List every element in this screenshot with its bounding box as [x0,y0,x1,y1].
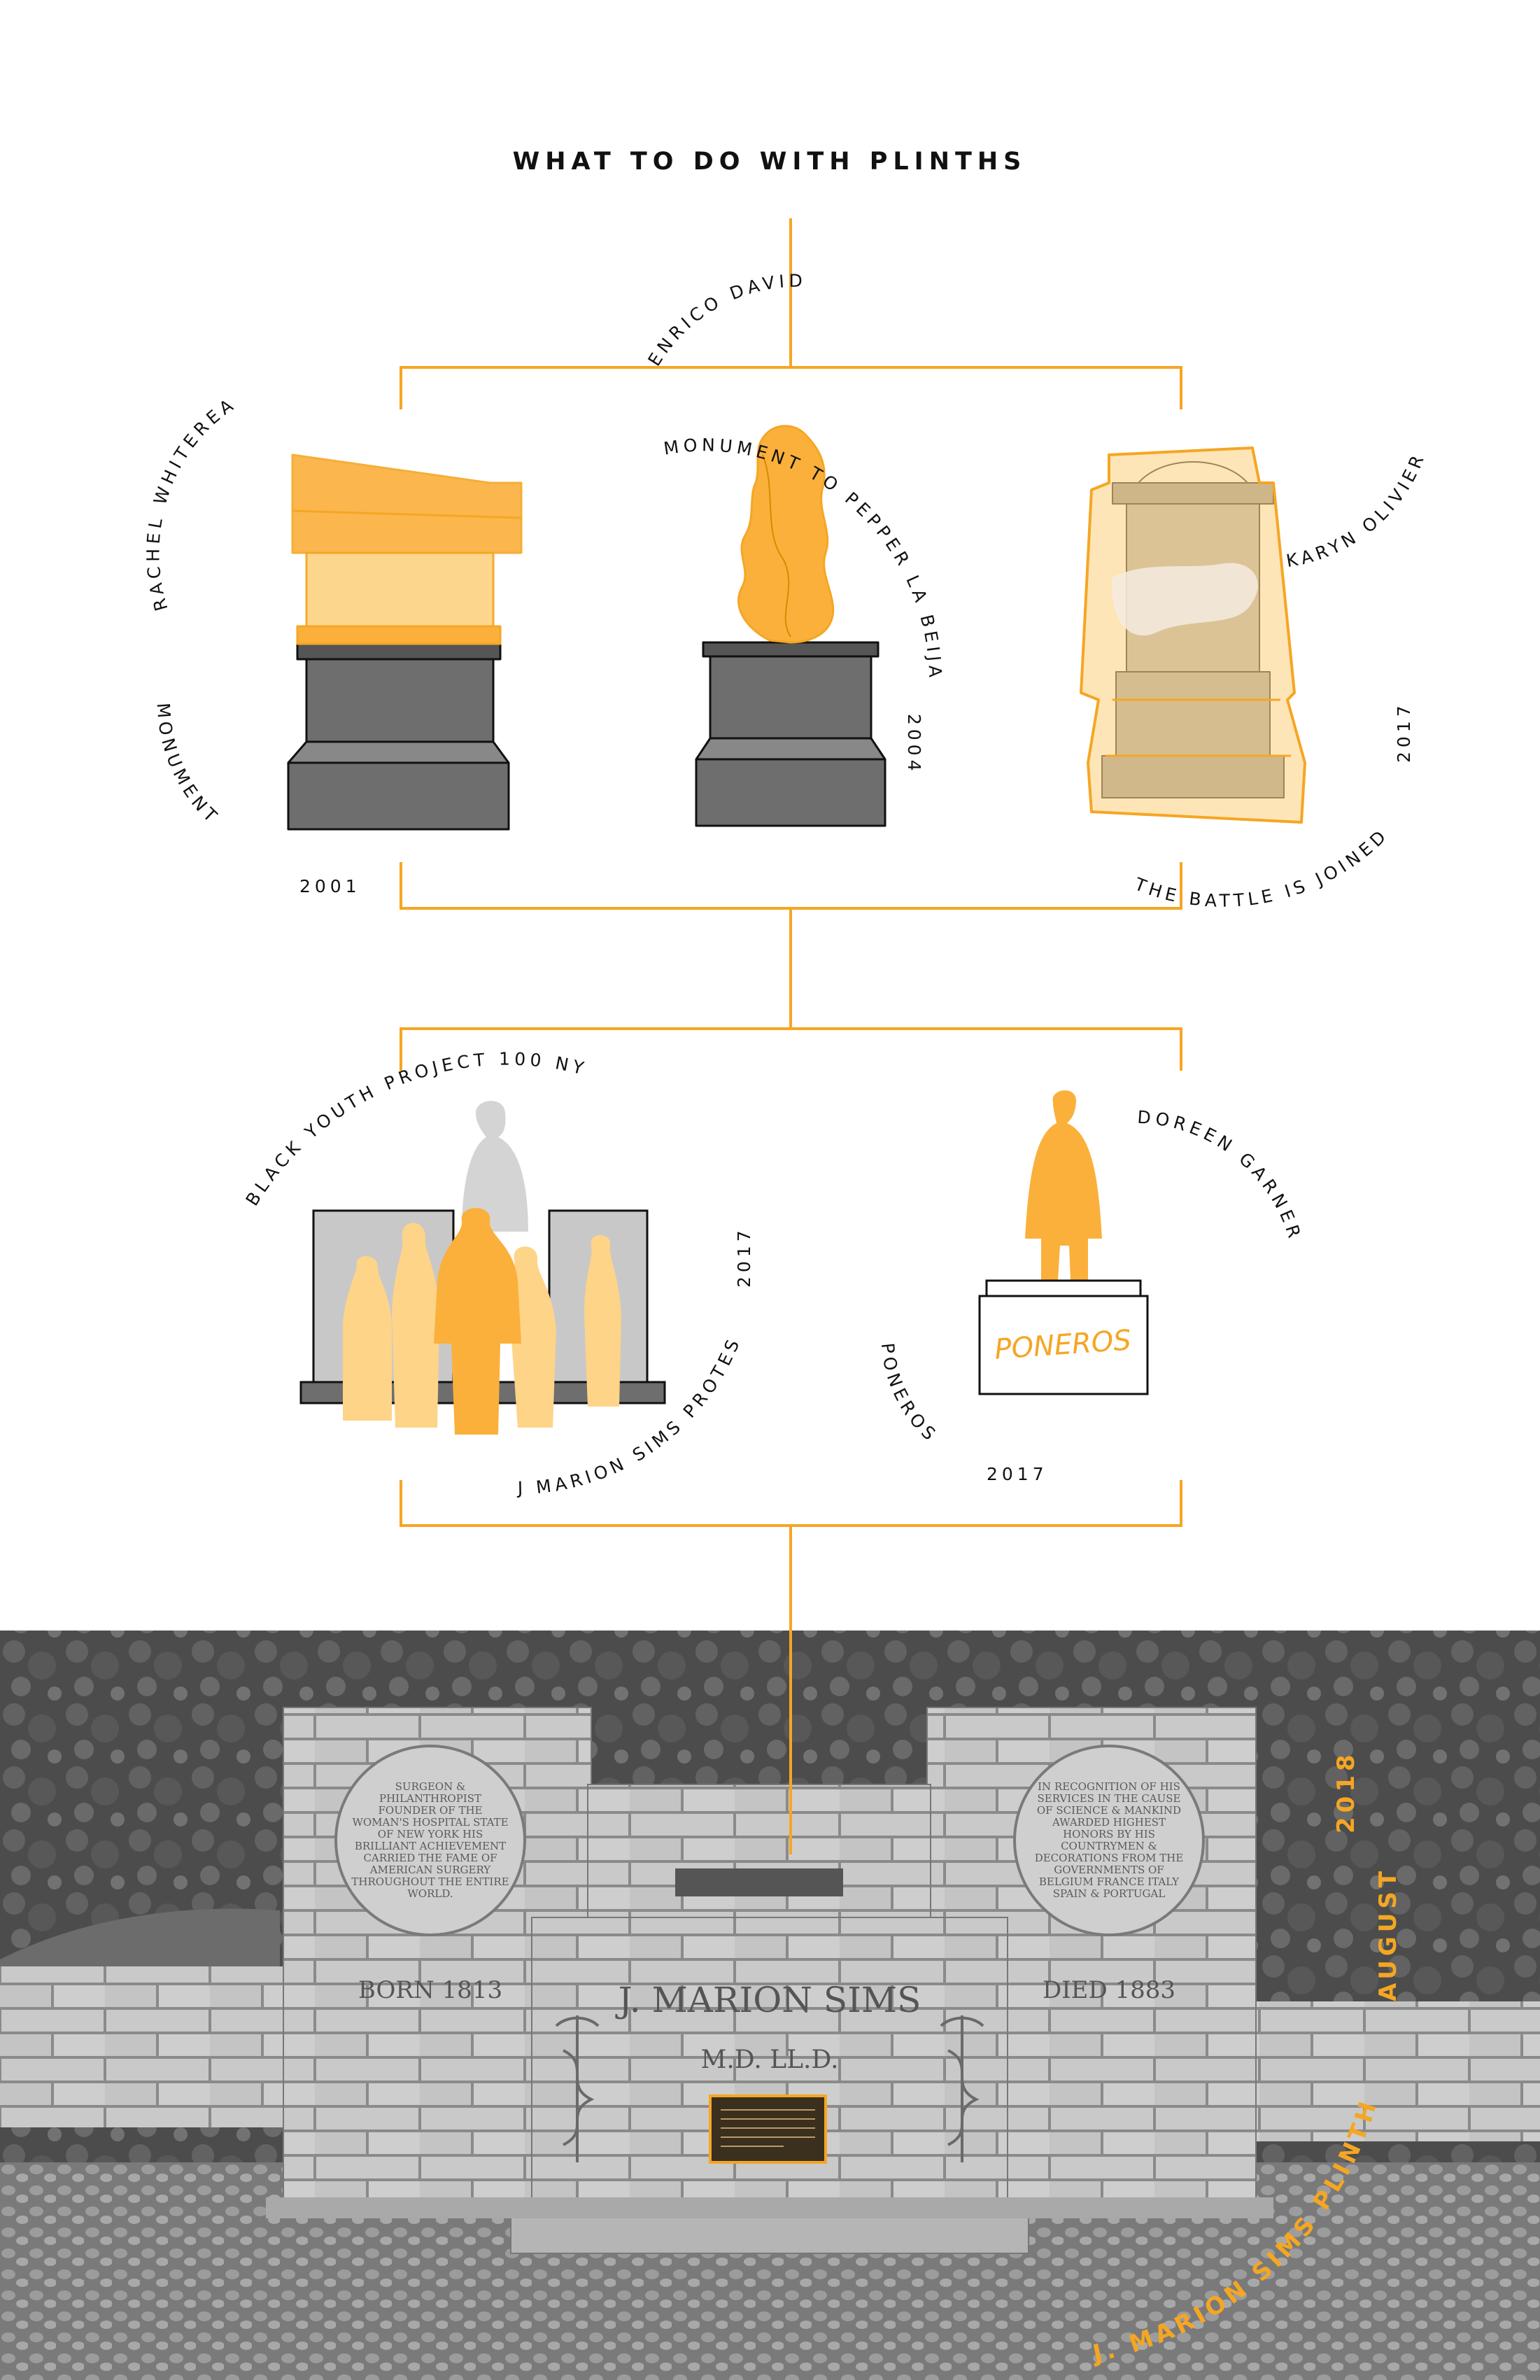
medallion-right-text-box: IN RECOGNITION OF HIS SERVICES IN THE CA… [1034,1780,1184,1900]
label-doreen-artist: DOREEN GARNER [1137,1107,1306,1244]
whiteread-monument-illustration [287,453,523,831]
connector-row1-top [400,366,1182,409]
poneros-illustration: PONEROS [978,1090,1149,1395]
medallion-right-text: IN RECOGNITION OF HIS SERVICES IN THE CA… [1034,1780,1184,1900]
label-doreen-work: PONEROS [877,1342,942,1447]
photo-died-text: DIED 1883 [1043,1976,1175,2004]
label-enrico-year: 2004 [904,714,924,775]
photo-medallion-left [334,1745,526,1936]
photo-born-text: BORN 1813 [358,1976,502,2004]
photo-medallion-right [1013,1745,1205,1936]
byp-protesters [343,1223,621,1428]
label-olivier-artist: KARYN OLIVIER [1285,449,1429,571]
olivier-monument-illustration [1080,446,1306,824]
whiteread-plinth-base [287,761,510,831]
photo-side-wall-left [0,1966,287,2127]
sims-plinth-photo: SURGEON & PHILANTHROPIST FOUNDER OF THE … [0,1631,1540,2380]
whiteread-cast-top [291,453,523,554]
olivier-mirror-shell [1080,446,1306,824]
label-whiteread-year: 2001 [299,876,361,896]
label-doreen-year: 2017 [987,1464,1048,1484]
label-whiteread-artist: RACHEL WHITEREAD [0,0,240,613]
byp-statue-silhouette [462,1101,528,1232]
photo-degrees-text: M.D. LL.D. [700,2045,838,2074]
photo-plaque [709,2094,827,2164]
connector-row2-top [400,1027,1182,1071]
caduceus-left-icon [555,2015,600,2162]
label-whiteread-work: MONUMENT [153,702,224,829]
byp100-protest-illustration [299,1101,666,1435]
medallion-left-text: SURGEON & PHILANTHROPIST FOUNDER OF THE … [351,1780,509,1900]
label-enrico-artist: ENRICO DAVID [644,271,807,369]
whiteread-cast-body [305,551,495,628]
enrico-sculpture [737,425,835,644]
enrico-plinth-cap [702,641,880,658]
caduceus-right-icon [940,2015,984,2162]
enrico-plinth-step [695,737,886,761]
olivier-reflection [1112,563,1258,636]
whiteread-plinth-step [287,740,510,764]
medallion-left-text-box: SURGEON & PHILANTHROPIST FOUNDER OF THE … [351,1780,509,1900]
enrico-plinth-base [695,758,886,827]
poneros-plinth-cap [985,1279,1142,1297]
poneros-statue-silhouette [1025,1090,1102,1281]
photo-plaque-lines [721,2109,815,2147]
label-byp-year: 2017 [734,1226,754,1288]
whiteread-cast-band [296,625,502,645]
caption-month: AUGUST [1374,1867,1402,2001]
photo-name-text: J. MARION SIMS [615,1980,921,2020]
enrico-monument-illustration [695,425,886,827]
photo-side-wall-right [1252,2001,1540,2141]
connector-lines [400,218,1182,1854]
poneros-plinth-body [978,1295,1149,1395]
whiteread-plinth-cap [296,642,502,661]
whiteread-plinth-body [305,656,495,743]
byp-lead-protester [434,1208,521,1435]
label-olivier-work: THE BATTLE IS JOINED [1131,824,1393,910]
connector-row1-bottom [400,862,1182,910]
enrico-plinth-body [709,653,873,740]
label-olivier-year: 2017 [1394,701,1414,763]
caption-year: 2018 [1332,1750,1360,1833]
page-title: WHAT TO DO WITH PLINTHS [513,148,1027,176]
